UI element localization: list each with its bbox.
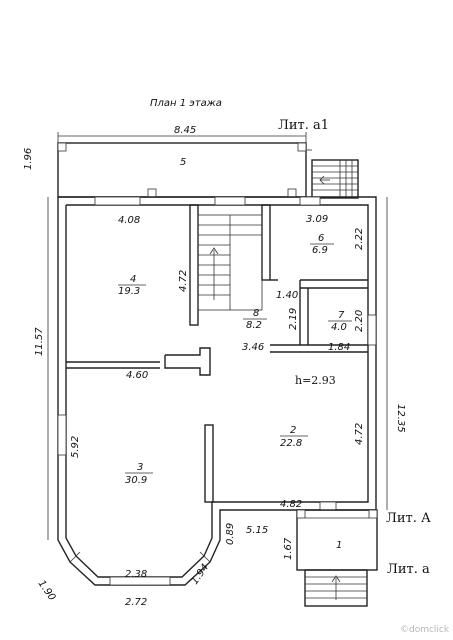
window-room2-bottom bbox=[319, 501, 337, 511]
dim-corridor-346: 3.46 bbox=[242, 342, 264, 353]
room-7-area: 4.0 bbox=[331, 322, 347, 333]
room-label-7: 7 4.0 bbox=[328, 310, 352, 333]
interior-stairs bbox=[197, 214, 263, 311]
room-3-number: 3 bbox=[137, 462, 143, 473]
room-2-area: 22.8 bbox=[280, 438, 302, 449]
room-label-1: 1 bbox=[336, 540, 342, 551]
room-5-number: 5 bbox=[180, 157, 186, 168]
room-label-3: 3 30.9 bbox=[125, 462, 153, 486]
lit-a1-label: Лит. а1 bbox=[278, 118, 329, 133]
dim-right-total: 12.35 bbox=[395, 404, 406, 433]
room-8-number: 8 bbox=[253, 308, 259, 319]
dim-entry-089: 0.89 bbox=[225, 523, 236, 545]
dim-room7-bottom: 1.84 bbox=[328, 342, 350, 353]
window-bay-bottom bbox=[109, 576, 171, 586]
height-note: h=2.93 bbox=[295, 374, 336, 387]
window-room4-top bbox=[94, 196, 141, 206]
dim-room4-right: 4.72 bbox=[178, 270, 189, 292]
stairs-a1 bbox=[311, 159, 359, 199]
window-room7-right bbox=[367, 314, 377, 346]
veranda-room-5 bbox=[57, 142, 312, 198]
room-1-number: 1 bbox=[336, 540, 342, 551]
room-label-8: 8 8.2 bbox=[243, 308, 267, 331]
bay-wall-left bbox=[69, 551, 81, 563]
dim-bay-238: 2.38 bbox=[125, 569, 147, 580]
dim-room6-top: 3.09 bbox=[306, 214, 328, 225]
dim-room2-right: 4.72 bbox=[354, 423, 365, 445]
dim-room2-bottom: 4.82 bbox=[280, 499, 302, 510]
dim-top-total: 8.45 bbox=[174, 125, 196, 136]
dim-room4-top: 4.08 bbox=[118, 215, 140, 226]
room-4-number: 4 bbox=[130, 274, 136, 285]
room-7-number: 7 bbox=[338, 310, 345, 321]
dim-bay-190: 1.90 bbox=[36, 578, 58, 603]
stairs-a bbox=[304, 569, 368, 607]
dim-corridor-219: 2.19 bbox=[288, 308, 299, 330]
window-room3-left bbox=[57, 414, 67, 456]
dim-left-porch: 1.96 bbox=[23, 148, 34, 170]
dim-entry-515: 5.15 bbox=[246, 525, 268, 536]
room-label-4: 4 19.3 bbox=[118, 274, 146, 297]
room-3-area: 30.9 bbox=[125, 475, 147, 486]
room-label-2: 2 22.8 bbox=[280, 425, 308, 449]
bay-wall-right bbox=[199, 551, 211, 563]
dim-room6-right: 2.22 bbox=[354, 228, 365, 250]
dim-room3-left: 5.92 bbox=[70, 436, 81, 458]
room-2-number: 2 bbox=[290, 425, 296, 436]
window-stair-top bbox=[214, 196, 246, 206]
window-room6-top bbox=[299, 196, 321, 206]
room-label-6: 6 6.9 bbox=[310, 233, 334, 256]
dim-left-total: 11.57 bbox=[34, 327, 45, 356]
room-6-area: 6.9 bbox=[312, 245, 328, 256]
watermark: ©domclick bbox=[400, 625, 450, 635]
lit-A-label: Лит. А bbox=[386, 511, 431, 526]
room-6-number: 6 bbox=[318, 233, 324, 244]
dim-room3-top: 4.60 bbox=[126, 370, 148, 381]
interior-walls bbox=[66, 204, 368, 503]
dim-entry-167: 1.67 bbox=[283, 537, 294, 560]
room-8-area: 8.2 bbox=[246, 320, 262, 331]
dim-corridor-140: 1.40 bbox=[276, 290, 298, 301]
dim-bay-272: 2.72 bbox=[125, 597, 147, 608]
dim-room7-right: 2.20 bbox=[354, 310, 365, 332]
room-label-5: 5 bbox=[180, 157, 186, 168]
plan-title: План 1 этажа bbox=[150, 98, 222, 109]
room-4-area: 19.3 bbox=[118, 286, 140, 297]
lit-a-label: Лит. а bbox=[387, 562, 430, 577]
